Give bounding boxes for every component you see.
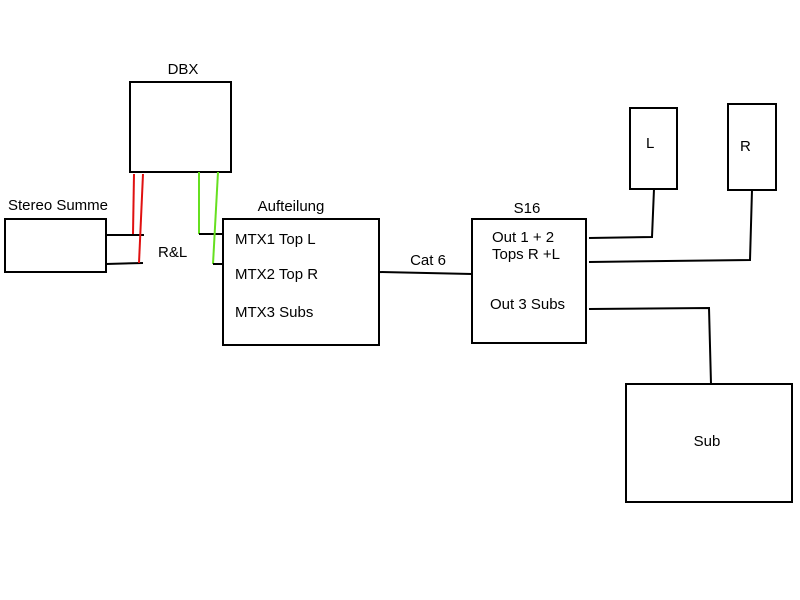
s16-box <box>471 218 587 344</box>
s16-line-out3: Out 3 Subs <box>490 296 565 313</box>
s16-title: S16 <box>514 200 541 217</box>
green-wire-right <box>212 171 219 265</box>
sub-label: Sub <box>694 433 721 450</box>
cat6-label: Cat 6 <box>410 252 446 269</box>
left-speaker-label: L <box>646 135 654 152</box>
aufteilung-line-mtx3: MTX3 Subs <box>235 304 313 321</box>
aufteilung-box <box>222 218 380 346</box>
stereo-out-lower-wire <box>105 262 144 265</box>
right-speaker-box <box>727 103 777 191</box>
aufteilung-title: Aufteilung <box>258 198 325 215</box>
aufteilung-line-mtx2: MTX2 Top R <box>235 266 318 283</box>
stereo-summe-title: Stereo Summe <box>8 197 108 214</box>
dbx-title: DBX <box>168 61 199 78</box>
right-speaker-label: R <box>740 138 751 155</box>
s16-to-left-wire <box>588 188 655 239</box>
dbx-box <box>129 81 232 173</box>
stereo-summe-box <box>4 218 107 273</box>
sub-box <box>625 383 793 503</box>
red-wire-right <box>138 173 144 264</box>
rl-label: R&L <box>158 244 187 261</box>
red-wire-left <box>132 173 135 235</box>
s16-to-right-wire <box>588 189 753 263</box>
aufteilung-line-mtx1: MTX1 Top L <box>235 231 316 248</box>
s16-to-sub-wire <box>588 306 712 385</box>
s16-line-tops: Tops R +L <box>492 246 560 263</box>
s16-line-out12: Out 1 + 2 <box>492 229 554 246</box>
cat6-wire <box>378 271 473 275</box>
